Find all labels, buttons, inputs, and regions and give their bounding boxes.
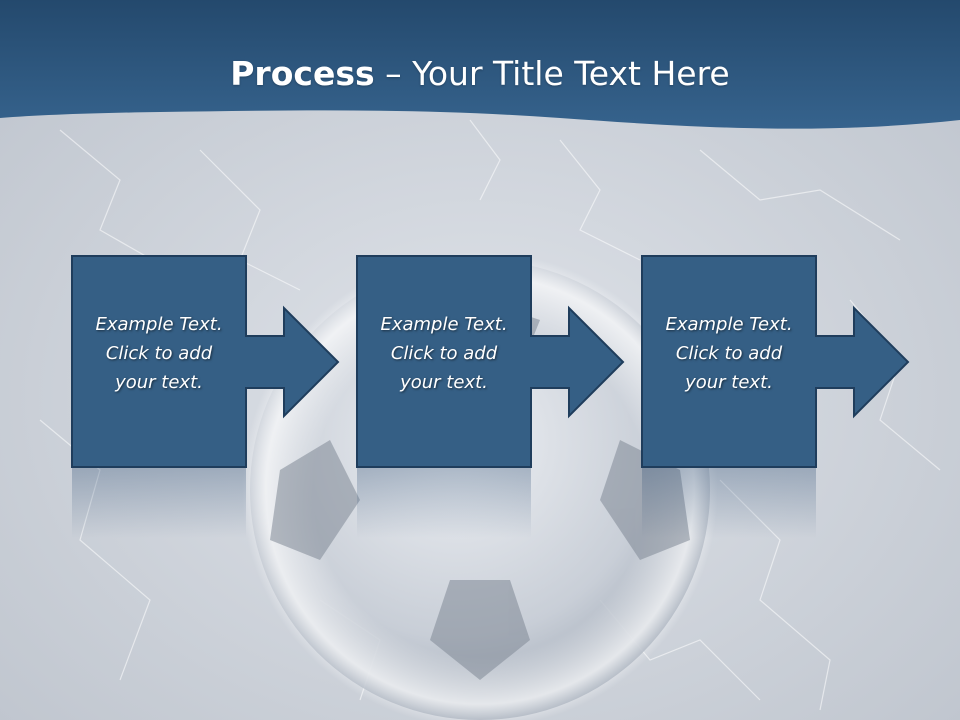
step-1-line-2: Click to add: [105, 343, 213, 364]
arrow-right-icon: [71, 255, 340, 468]
step-1-line-1: Example Text.: [95, 314, 223, 335]
step-2-line-1: Example Text.: [380, 314, 508, 335]
step-1-line-3: your text.: [115, 372, 203, 393]
step-2-text[interactable]: Example Text. Click to add your text.: [357, 310, 531, 397]
title-bold-text: Process: [230, 54, 375, 93]
step-2-line-2: Click to add: [390, 343, 498, 364]
step-3-text[interactable]: Example Text. Click to add your text.: [642, 310, 816, 397]
step-2-line-3: your text.: [400, 372, 488, 393]
step-3-reflection: [642, 468, 816, 538]
arrow-right-icon: [356, 255, 625, 468]
step-3-line-3: your text.: [685, 372, 773, 393]
title-rest-text: – Your Title Text Here: [374, 54, 730, 93]
process-step-3[interactable]: Example Text. Click to add your text.: [641, 255, 910, 468]
process-step-2[interactable]: Example Text. Click to add your text.: [356, 255, 625, 468]
step-3-line-2: Click to add: [675, 343, 783, 364]
step-3-line-1: Example Text.: [665, 314, 793, 335]
step-1-text[interactable]: Example Text. Click to add your text.: [72, 310, 246, 397]
arrow-right-icon: [641, 255, 910, 468]
slide-title[interactable]: Process – Your Title Text Here: [0, 52, 960, 96]
step-2-reflection: [357, 468, 531, 538]
step-1-reflection: [72, 468, 246, 538]
process-step-1[interactable]: Example Text. Click to add your text.: [71, 255, 340, 468]
